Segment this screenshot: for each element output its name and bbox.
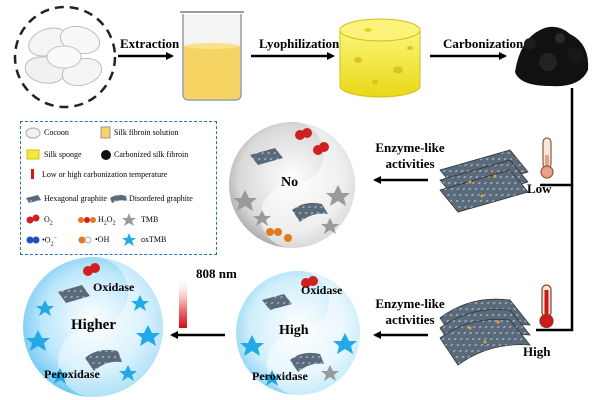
- circle-no: [229, 122, 355, 248]
- flow-line-high: [536, 185, 574, 332]
- legend-thermometer-icon: [31, 169, 34, 179]
- condition-low-label: Low: [527, 181, 552, 196]
- legend-oxtmb-label: oxTMB: [141, 235, 167, 244]
- legend-sponge-icon: [26, 149, 40, 160]
- legend-hexagonal-label: Hexagonal graphite: [44, 194, 107, 203]
- legend-disordered-icon: [110, 194, 127, 203]
- condition-high-label: High: [523, 344, 551, 359]
- legend-fibroin-label: Silk fibroin solution: [114, 128, 179, 137]
- legend-solution-icon: [100, 126, 111, 139]
- circle-high-label: High: [279, 323, 309, 338]
- enzyme-label-low: Enzyme-like activities: [372, 140, 448, 172]
- legend-tmb-label: TMB: [141, 215, 159, 224]
- circle-higher-peroxidase: Peroxidase: [44, 367, 100, 381]
- legend-box: [20, 121, 217, 255]
- disordered-graphite-stack: [439, 298, 531, 366]
- legend-icons: [25, 126, 136, 246]
- enzyme-label-low-line1: Enzyme-like: [375, 140, 445, 155]
- step-lyophilization-label: Lyophilization: [259, 36, 340, 51]
- circle-higher-label: Higher: [71, 317, 116, 333]
- legend-sponge-label: Silk sponge: [44, 150, 82, 159]
- thermometer-low-icon: [540, 137, 554, 179]
- cocoon-group: [13, 5, 117, 109]
- laser-label: 808 nm: [196, 266, 237, 281]
- legend-hexagonal-icon: [26, 195, 41, 203]
- cocoon-5: [46, 45, 82, 69]
- circle-no-label: No: [281, 175, 299, 190]
- legend-h2o2-label: H2O2: [98, 215, 116, 227]
- silk-sponge-icon: [339, 18, 421, 98]
- legend-hydroxyl-label: •OH: [95, 235, 110, 244]
- circle-higher-oxidase: Oxidase: [93, 280, 135, 294]
- legend-carbon-icon: [101, 150, 111, 160]
- enzyme-label-high-line2: activities: [385, 312, 435, 327]
- cocoon-dashed-circle: [13, 5, 117, 109]
- enzyme-label-high: Enzyme-like activities: [372, 296, 448, 328]
- laser-beam: [179, 276, 187, 328]
- legend-temperature-label: Low or high carbonization temperature: [42, 170, 168, 179]
- legend-cocoon-label: Cocoon: [44, 128, 69, 137]
- thermometer-high-icon: [539, 284, 554, 329]
- legend-superoxide-label: •O2−: [42, 235, 57, 248]
- step-carbonization-label: Carbonization: [443, 36, 524, 51]
- hexagonal-graphite-stack: [439, 149, 529, 213]
- circle-high-oxidase: Oxidase: [301, 283, 343, 297]
- enzyme-label-low-line2: activities: [385, 156, 435, 171]
- legend-carbonized-label: Carbonized silk fibroin: [114, 150, 189, 159]
- carbonized-silk-icon: [515, 26, 589, 87]
- beaker-icon: [180, 11, 244, 101]
- circle-high-peroxidase: Peroxidase: [252, 369, 308, 383]
- legend-o2-label: O2: [44, 215, 53, 227]
- enzyme-label-high-line1: Enzyme-like: [375, 296, 445, 311]
- step-extraction-label: Extraction: [120, 36, 180, 51]
- circle-high: [236, 271, 360, 395]
- legend-cocoon-icon: [25, 127, 41, 139]
- circle-higher: [23, 257, 163, 397]
- legend-disordered-label: Disordered graphite: [129, 194, 193, 203]
